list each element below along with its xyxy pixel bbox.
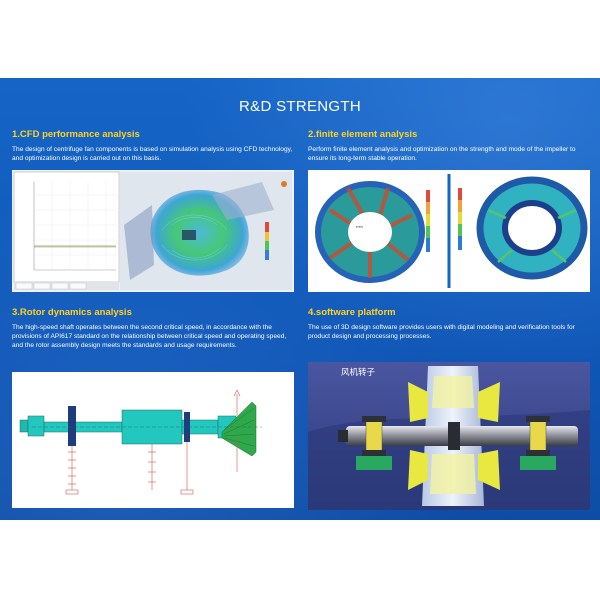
fea-impeller-image: ▪▪▪▪▪: [308, 170, 590, 292]
section-software-title: 4.software platform: [308, 307, 396, 318]
rotor-dynamics-image: [12, 372, 294, 508]
page-title: R&D STRENGTH: [239, 98, 361, 115]
section-fea-title: 2.finite element analysis: [308, 129, 418, 140]
section-cfd-text: The design of centrifuge fan components …: [12, 146, 293, 162]
section-software-text: The use of 3D design software provides u…: [308, 324, 575, 340]
software-platform-image: 风机转子: [308, 362, 590, 510]
section-rotor-title: 3.Rotor dynamics analysis: [12, 307, 132, 318]
rd-strength-panel: R&D STRENGTH 1.CFD performance analysis …: [0, 78, 600, 520]
svg-text:▪▪▪▪▪: ▪▪▪▪▪: [356, 224, 364, 229]
section-cfd-title: 1.CFD performance analysis: [12, 129, 140, 140]
cfd-simulation-image: [12, 170, 294, 292]
section-fea-text: Perform finite element analysis and opti…: [308, 146, 576, 162]
section-rotor-text: The high-speed shaft operates between th…: [12, 324, 287, 349]
platform-caption: 风机转子: [341, 368, 376, 378]
